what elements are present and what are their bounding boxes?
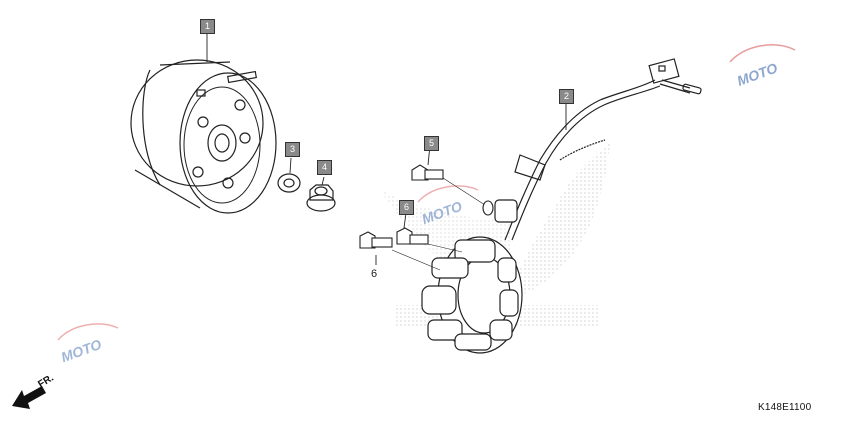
svg-text:MOTO: MOTO: [59, 336, 104, 365]
label-6-lower: 6: [371, 268, 378, 280]
callout-6-middle: 6: [399, 200, 414, 215]
callout-3: 3: [285, 142, 300, 157]
diagram-code: K148E1100: [758, 402, 812, 413]
svg-text:MOTO: MOTO: [735, 60, 780, 89]
bolt-upper: [411, 144, 494, 216]
callout-1: 1: [200, 19, 215, 34]
bolt-lower: [359, 231, 441, 271]
callout-5: 5: [424, 136, 439, 151]
callout-2: 2: [559, 89, 574, 104]
callout-4: 4: [317, 160, 332, 175]
flywheel-rotor: [130, 32, 277, 214]
stator-wire-harness: [504, 58, 702, 241]
stator-coil-assembly: [421, 199, 523, 354]
flange-nut: [306, 176, 336, 212]
front-direction-arrow: [12, 386, 46, 409]
washer: [277, 157, 301, 193]
bolt-middle: [396, 212, 463, 253]
